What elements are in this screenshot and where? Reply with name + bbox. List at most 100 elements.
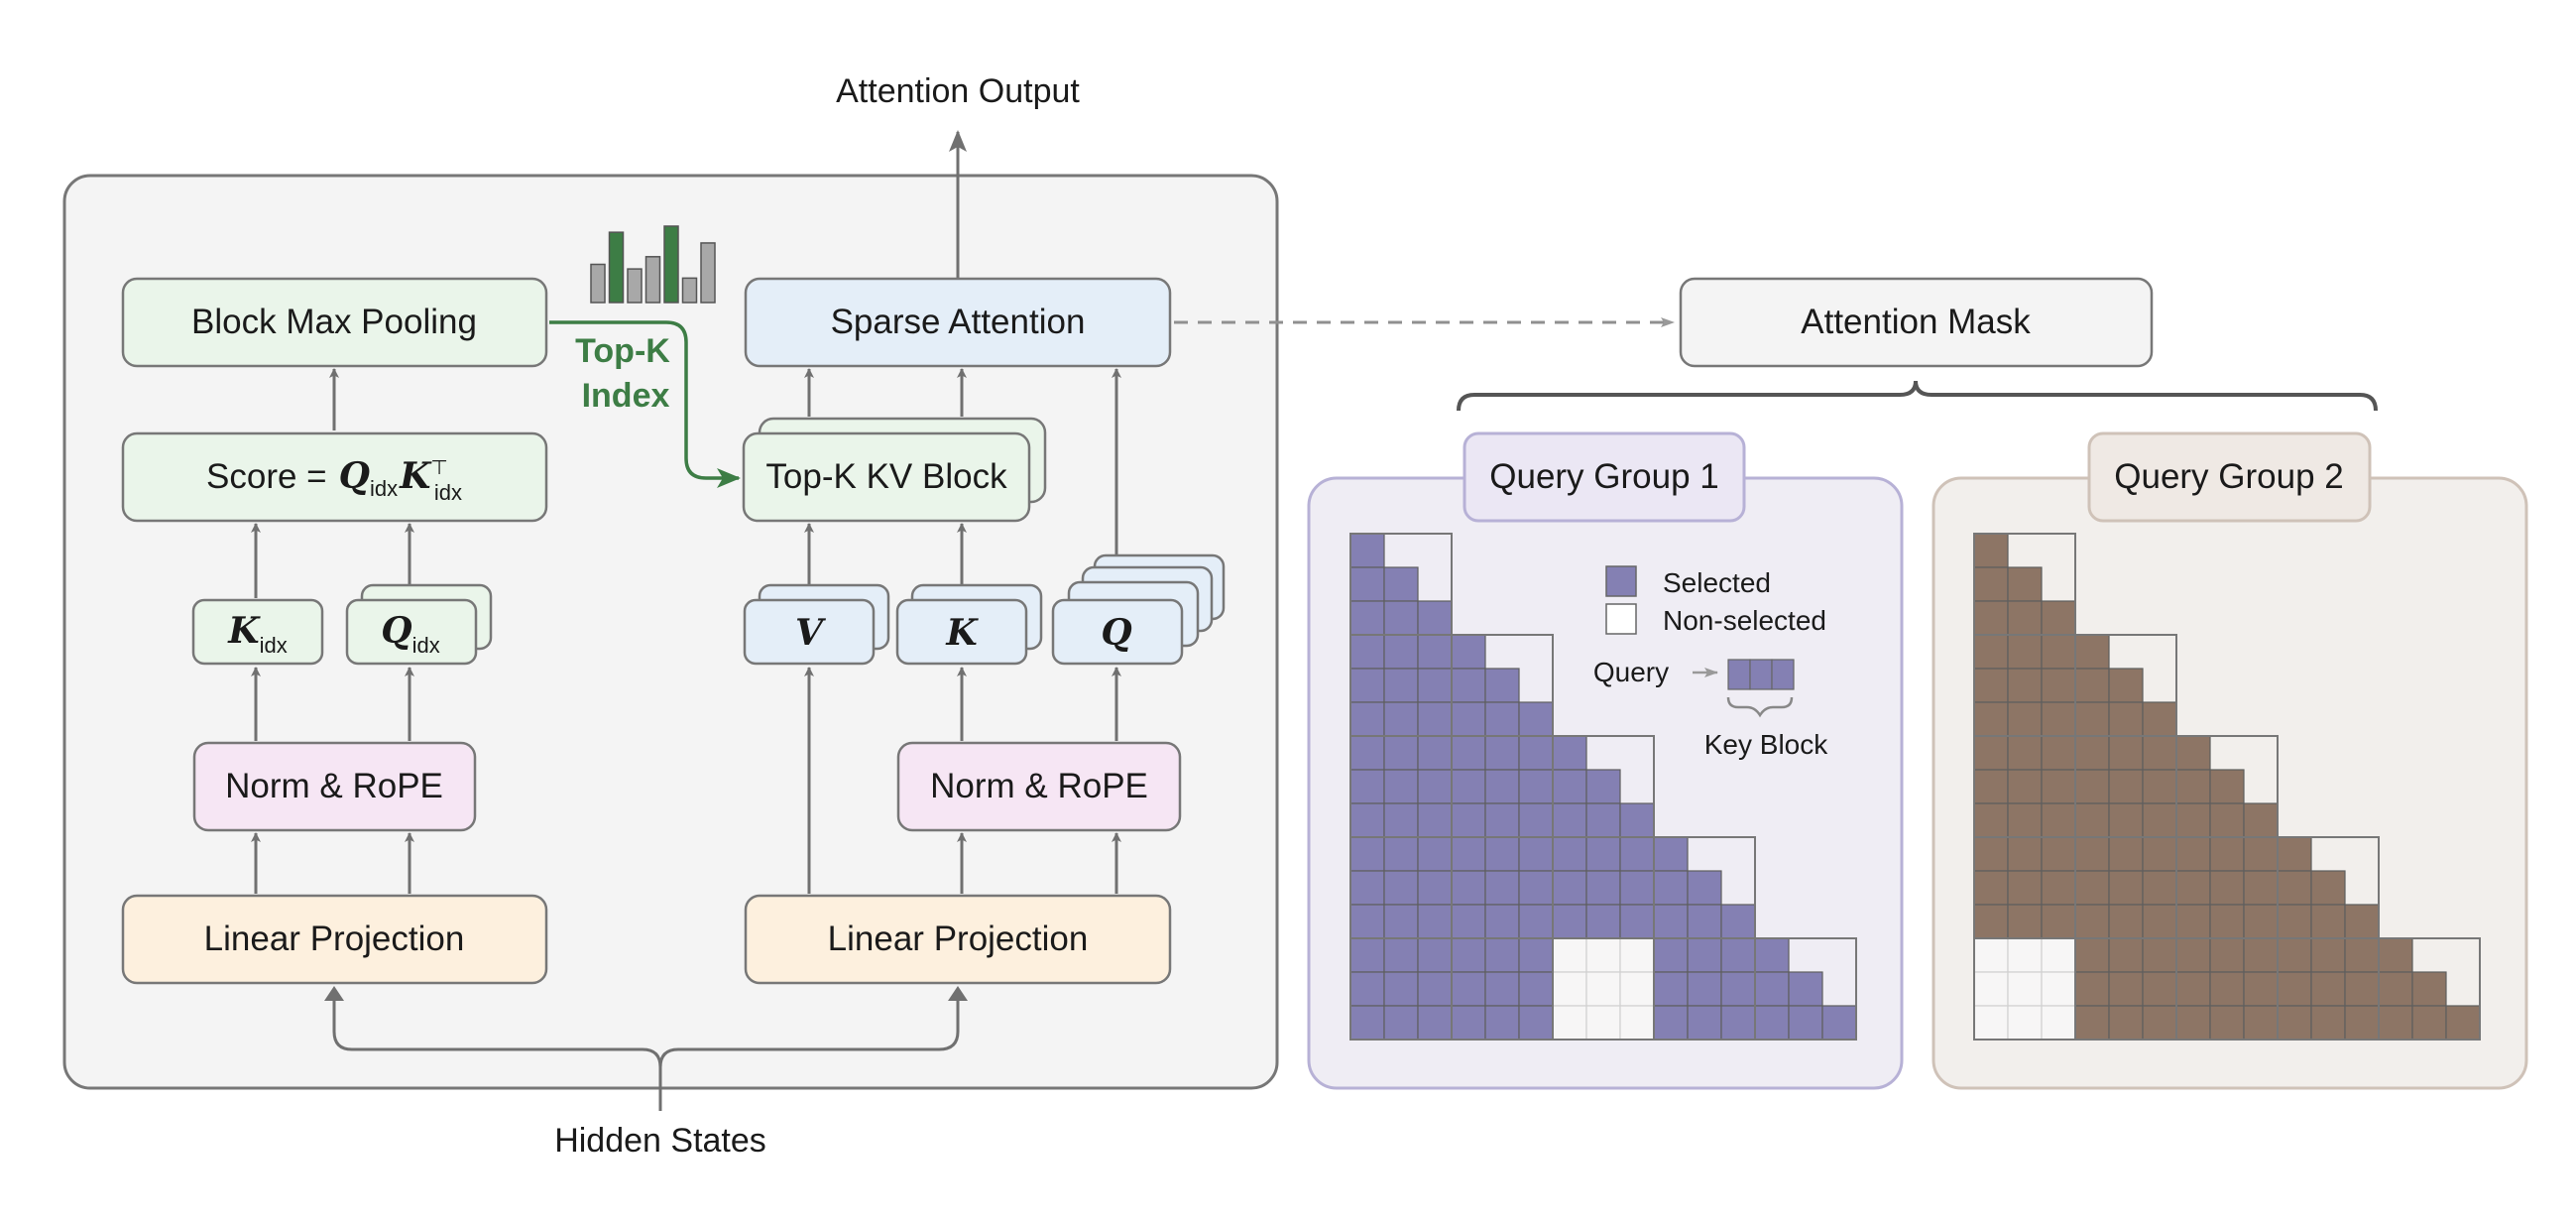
linear-projection-right-label: Linear Projection (828, 920, 1089, 958)
mask-cell-selected (1417, 802, 1453, 838)
legend-key-block (1727, 659, 1795, 690)
hidden-states-arrowhead-left (324, 986, 344, 1001)
mask-cell-selected (2175, 870, 2211, 906)
mask-cell-selected (2007, 701, 2043, 737)
mask-cell-selected (2175, 735, 2211, 771)
mask-cell-selected (1451, 701, 1486, 737)
mask-cell-selected (1720, 1005, 1756, 1041)
query-group-2-tab (2087, 431, 2372, 523)
k-idx-label: Kidx (227, 610, 287, 658)
mask-cell (1585, 1005, 1621, 1041)
topk-kv-block-label: Top-K KV Block (765, 457, 1007, 496)
q-label: Q (1101, 612, 1131, 654)
mask-cell-selected (1383, 836, 1419, 872)
mask-cell (1619, 971, 1655, 1007)
mask-cell-selected (1349, 566, 1385, 602)
mask-cell-selected (2041, 701, 2076, 737)
mask-cell-selected (1383, 937, 1419, 973)
mask-cell-selected (2310, 1005, 2346, 1041)
mask-cell-selected (1349, 600, 1385, 636)
mask-cell-selected (1383, 971, 1419, 1007)
attention-mask-box (1679, 277, 2154, 368)
mask-cell-selected (1619, 870, 1655, 906)
mask-cell-selected (2041, 735, 2076, 771)
mask-cell-selected (2209, 1005, 2245, 1041)
mask-cell (1552, 1005, 1587, 1041)
mask-cell-selected (2175, 769, 2211, 804)
mask-cell-selected (1417, 600, 1453, 636)
mask-cell-selected (1619, 836, 1655, 872)
mask-cell-selected (2074, 836, 2110, 872)
q-idx-box (345, 598, 478, 666)
mask-cell-selected (2041, 668, 2076, 703)
mask-cell-selected (2243, 802, 2279, 838)
mask-cell-selected (1383, 701, 1419, 737)
mask-cell-selected (2108, 870, 2144, 906)
mask-cell-selected (2142, 735, 2177, 771)
mask-cell-selected (1973, 904, 2009, 939)
mask-cell-selected (2007, 836, 2043, 872)
mask-cell-selected (1451, 802, 1486, 838)
model-panel (62, 174, 1279, 1090)
q-idx-letter: Q (381, 610, 411, 652)
mask-cell-selected (1383, 1005, 1419, 1041)
mask-cell-selected (2344, 971, 2380, 1007)
mask-cell-selected (2007, 634, 2043, 670)
mask-block-outline (1754, 937, 1857, 1041)
mask-cell-selected (2378, 1005, 2413, 1041)
mask-cell-selected (1552, 802, 1587, 838)
mask-cell-selected (2142, 1005, 2177, 1041)
mask-cell-selected (1518, 802, 1554, 838)
mask-cell (1585, 937, 1621, 973)
mask-cell-selected (2175, 904, 2211, 939)
mask-cell-selected (1973, 566, 2009, 602)
mask-cell-selected (1552, 735, 1587, 771)
mask-cell (2041, 971, 2076, 1007)
block-max-pooling-label: Block Max Pooling (191, 303, 477, 341)
mask-cell (1585, 971, 1621, 1007)
mask-cell-selected (1973, 836, 2009, 872)
histogram-bar (681, 277, 698, 304)
mask-cell-selected (2175, 937, 2211, 973)
mask-cell-selected (1720, 971, 1756, 1007)
mask-cell-selected (1451, 904, 1486, 939)
mask-block-outline (2378, 937, 2481, 1041)
mask-cell-selected (2074, 735, 2110, 771)
mask-cell-selected (1788, 1005, 1823, 1041)
mask-cell-selected (2007, 600, 2043, 636)
mask-cell (1973, 1005, 2009, 1041)
mask-cell-selected (1788, 971, 1823, 1007)
mask-cell-selected (1484, 735, 1520, 771)
mask-cell-selected (1383, 870, 1419, 906)
mask-cell-selected (1552, 836, 1587, 872)
mask-cell-selected (2041, 870, 2076, 906)
mask-cell-selected (1619, 802, 1655, 838)
mask-cell-selected (2277, 836, 2312, 872)
mask-cell-selected (2007, 735, 2043, 771)
mask-cell-selected (1417, 836, 1453, 872)
mask-cell-selected (2041, 836, 2076, 872)
mask-cell-selected (2108, 1005, 2144, 1041)
mask-cell-selected (2243, 1005, 2279, 1041)
mask-cell-selected (2041, 904, 2076, 939)
mask-cell-selected (1451, 937, 1486, 973)
mask-cell (2041, 937, 2076, 973)
histogram-bar (700, 242, 716, 304)
mask-cell-selected (1653, 971, 1689, 1007)
mask-cell-selected (2108, 971, 2144, 1007)
linear-projection-left-box (121, 894, 548, 985)
mask-cell-selected (1484, 802, 1520, 838)
mask-cell-selected (1754, 937, 1790, 973)
score-prefix: Score = (206, 457, 327, 496)
mask-cell-selected (1720, 937, 1756, 973)
k-idx-box (191, 598, 324, 666)
histogram-bar (663, 225, 679, 304)
mask-cell-selected (2243, 937, 2279, 973)
mask-cell-selected (1417, 701, 1453, 737)
mask-cell-selected (2243, 971, 2279, 1007)
mask-cell-selected (2243, 904, 2279, 939)
mask-cell-selected (2142, 870, 2177, 906)
mask-cell-selected (1451, 1005, 1486, 1041)
mask-cell-selected (2175, 1005, 2211, 1041)
k-box (895, 598, 1028, 666)
